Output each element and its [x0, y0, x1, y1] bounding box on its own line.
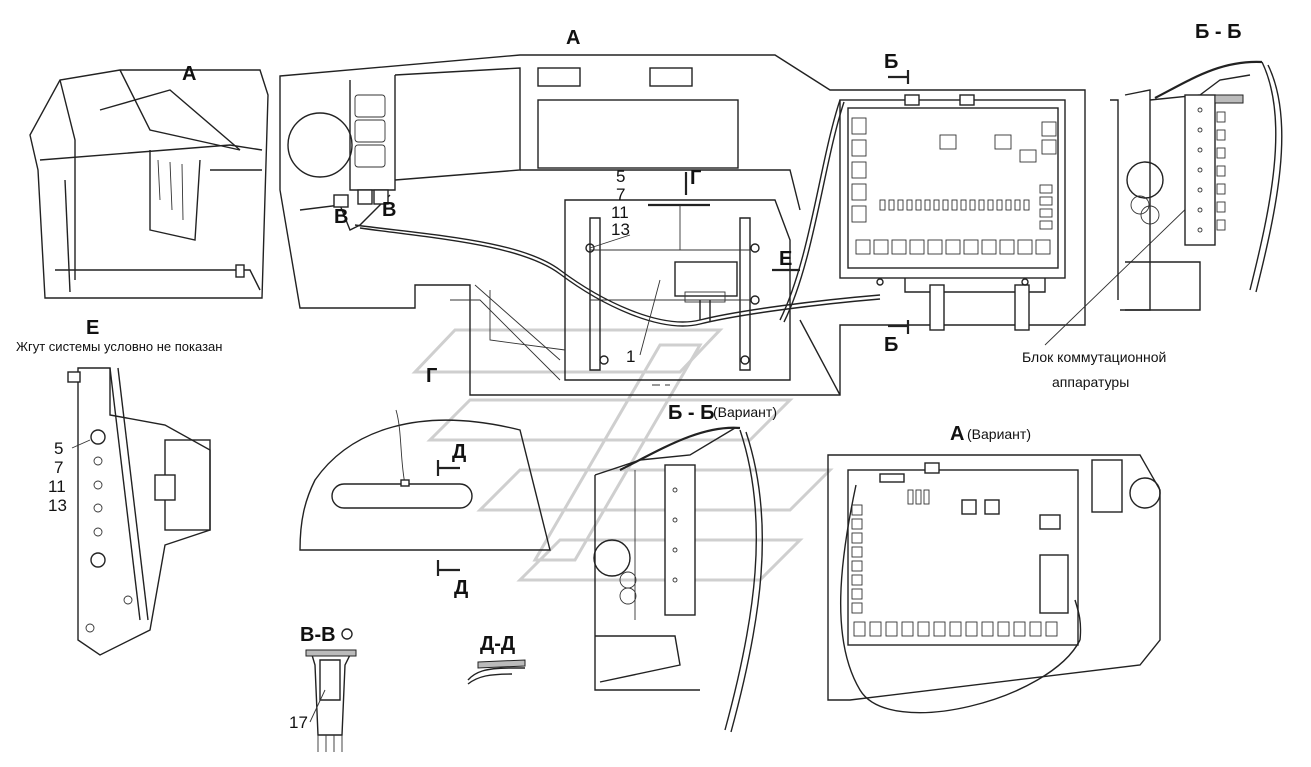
- section-b-top: Б: [884, 51, 899, 73]
- section-e-arrow: Е: [779, 248, 793, 270]
- view-a-arrow-label: А: [182, 63, 197, 85]
- view-a-variant-note: (Вариант): [967, 426, 1031, 442]
- view-bb-title: Б - Б: [1195, 21, 1242, 43]
- section-d-bottom: Д: [454, 577, 469, 599]
- switching-block: [839, 94, 1066, 331]
- section-marks: [436, 70, 910, 576]
- section-v-right: В: [382, 199, 397, 221]
- view-a-variant-title: А: [950, 423, 965, 445]
- view-bb: [1110, 60, 1283, 311]
- section-g-arrow: Г: [690, 167, 702, 189]
- section-b-bottom: Б: [884, 334, 899, 356]
- callout-main-1: 1: [626, 347, 636, 366]
- view-a-perspective: [29, 69, 269, 299]
- view-vv-title: В-В: [300, 624, 336, 646]
- view-e: [67, 367, 211, 656]
- view-bb-variant-note: (Вариант): [713, 404, 777, 420]
- section-d-top: Д: [452, 441, 467, 463]
- callout-vv-17: 17: [289, 713, 308, 732]
- callout-e-5: 5: [54, 439, 64, 458]
- view-g-title: Г: [426, 365, 438, 387]
- callout-main-5: 5: [616, 167, 626, 186]
- watermark-logo: [411, 328, 834, 582]
- view-a-title: А: [566, 27, 581, 49]
- view-bb-variant: [593, 426, 764, 733]
- leader-lines: [589, 199, 1196, 386]
- callout-e-7: 7: [54, 458, 64, 477]
- section-v-left: В: [334, 206, 349, 228]
- view-e-title: Е: [86, 317, 100, 339]
- view-e-note: Жгут системы условно не показан: [16, 339, 223, 354]
- callout-e-13: 13: [48, 496, 67, 515]
- view-a-variant: [827, 454, 1161, 714]
- callout-main-11: 11: [611, 203, 629, 222]
- view-g: [299, 409, 551, 551]
- connector-row: [851, 117, 1057, 255]
- wiring-harness: [354, 99, 881, 327]
- view-dd-title: Д-Д: [480, 633, 516, 655]
- view-dd: [467, 659, 526, 685]
- view-vv: [305, 628, 357, 752]
- block-label-line2: аппаратуры: [1052, 374, 1130, 390]
- view-bb-variant-title: Б - Б: [668, 402, 715, 424]
- callout-main-7: 7: [616, 185, 626, 204]
- callout-main-13: 13: [611, 220, 630, 239]
- callout-e-11: 11: [48, 477, 66, 496]
- block-label-line1: Блок коммутационной: [1022, 349, 1167, 365]
